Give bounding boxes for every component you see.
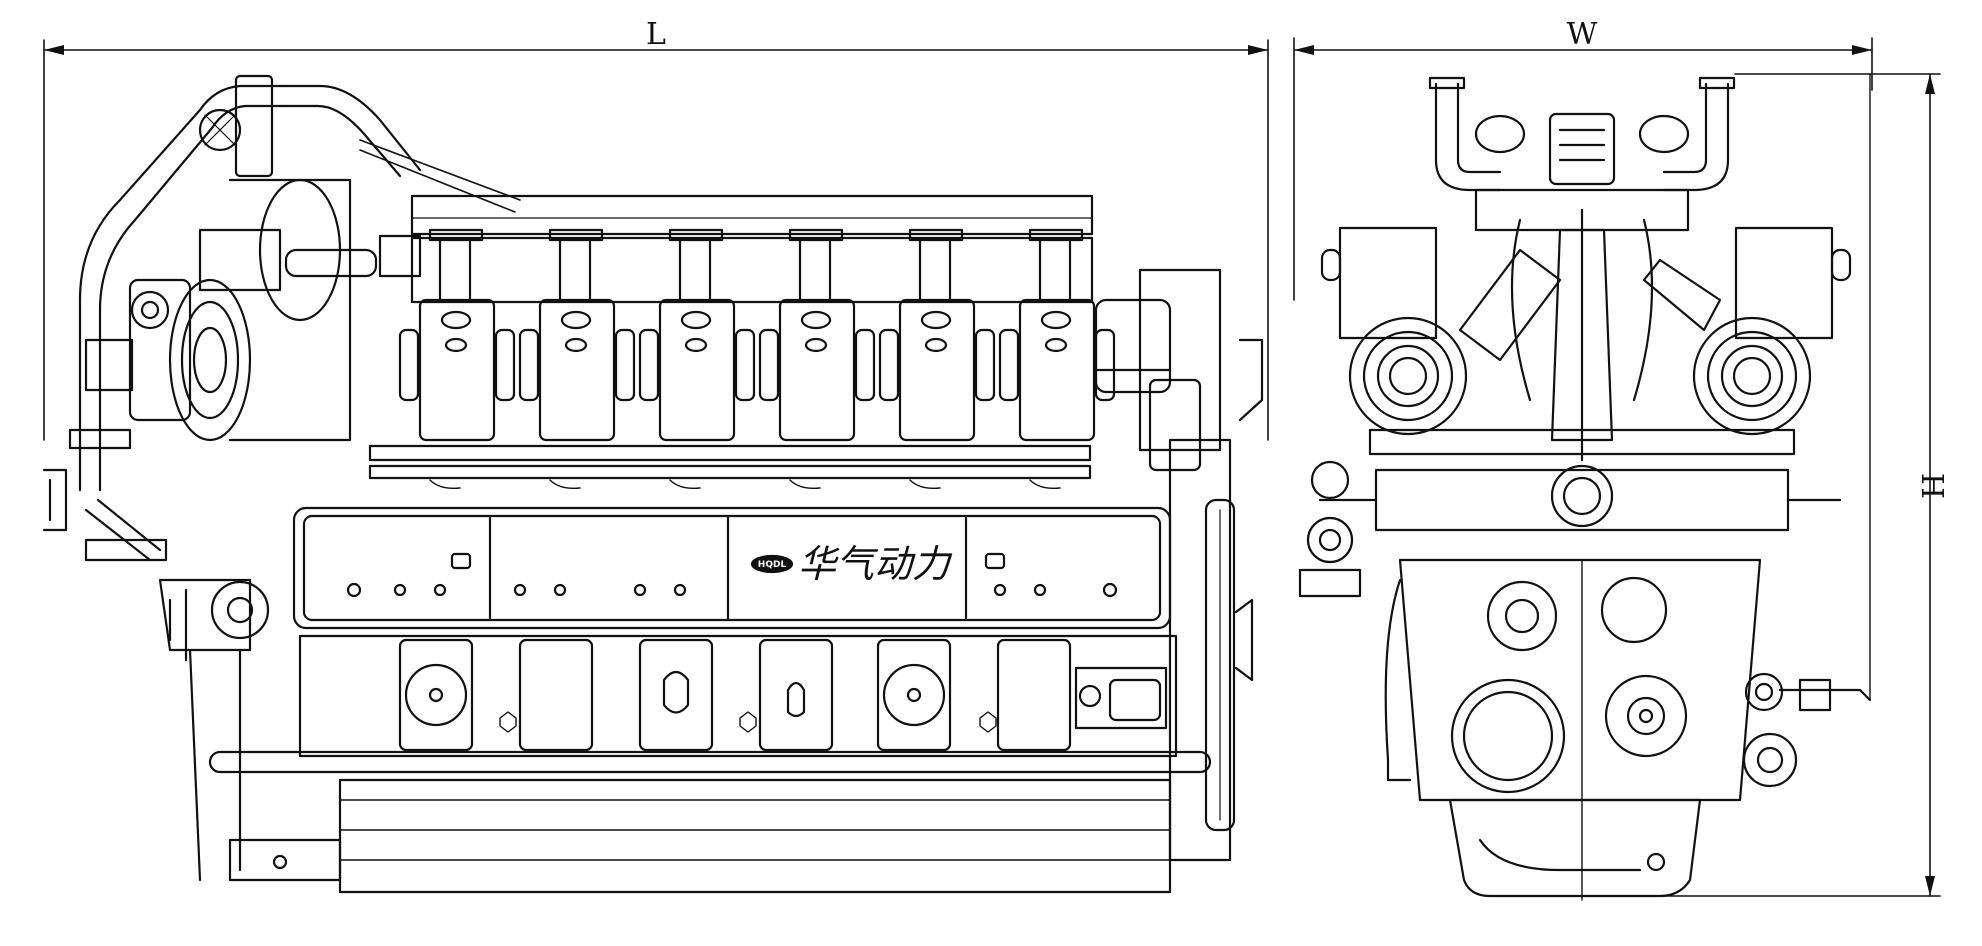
side-view: HQDL 华气动力 [42,74,1264,894]
mid-frame-front [1298,428,1842,598]
cylinder-heads [398,228,1116,442]
cylinder-head-5 [878,228,996,442]
length-dimension: L [43,17,1269,441]
cylinder-head-3 [638,228,756,442]
width-label: W [1567,17,1598,52]
height-label: H [1914,473,1949,499]
cylinder-head-4 [758,228,876,442]
side-flanges-front [1320,226,1852,340]
cylinder-head-1 [398,228,516,442]
length-label: L [646,17,666,52]
nameplate: HQDL 华气动力 [750,542,953,586]
nameplate-logo: HQDL [758,560,787,570]
cylinder-head-2 [518,228,636,442]
crankcase-upper: HQDL 华气动力 [292,506,1172,630]
width-dimension: W [1293,17,1873,301]
turbocharger-side [68,178,422,450]
top-pipes-front [1428,76,1736,232]
lower-body-front [1384,558,1872,901]
nameplate-text: 华气动力 [798,542,953,586]
intake-flange-left [42,468,270,882]
exhaust-manifold [410,194,1094,304]
crankcase-lower [298,634,1178,758]
turbocharger-right-front [1642,258,1812,436]
exhaust-pipe-left [78,74,521,492]
front-view [1298,76,1872,901]
oil-sump [208,750,1212,894]
height-dimension: H [1579,73,1949,897]
fuel-rail [368,444,1092,490]
turbocharger-left-front [1348,248,1562,436]
front-end-side [1074,438,1254,862]
sump-front [1448,798,1702,898]
oil-filter [1094,268,1264,472]
intake-duct-center [1510,208,1654,462]
